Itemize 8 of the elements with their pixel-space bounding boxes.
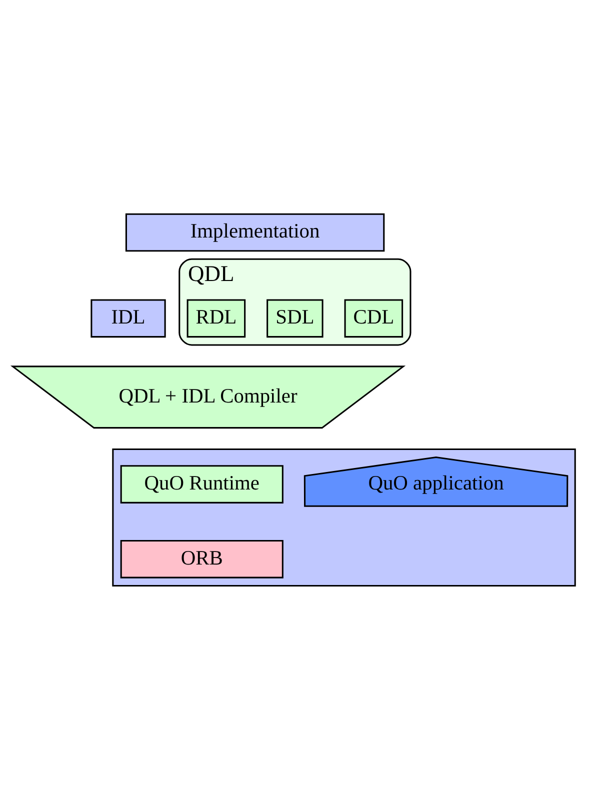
node-box: QuO Runtime: [120, 465, 284, 504]
node-box: IDL: [90, 299, 166, 338]
cluster: [112, 448, 576, 586]
node-box: RDL: [186, 299, 246, 338]
node-box: CDL: [344, 299, 404, 338]
node-box: SDL: [266, 299, 324, 338]
node-box: Implementation: [125, 213, 385, 252]
node-box: ORB: [120, 540, 284, 578]
